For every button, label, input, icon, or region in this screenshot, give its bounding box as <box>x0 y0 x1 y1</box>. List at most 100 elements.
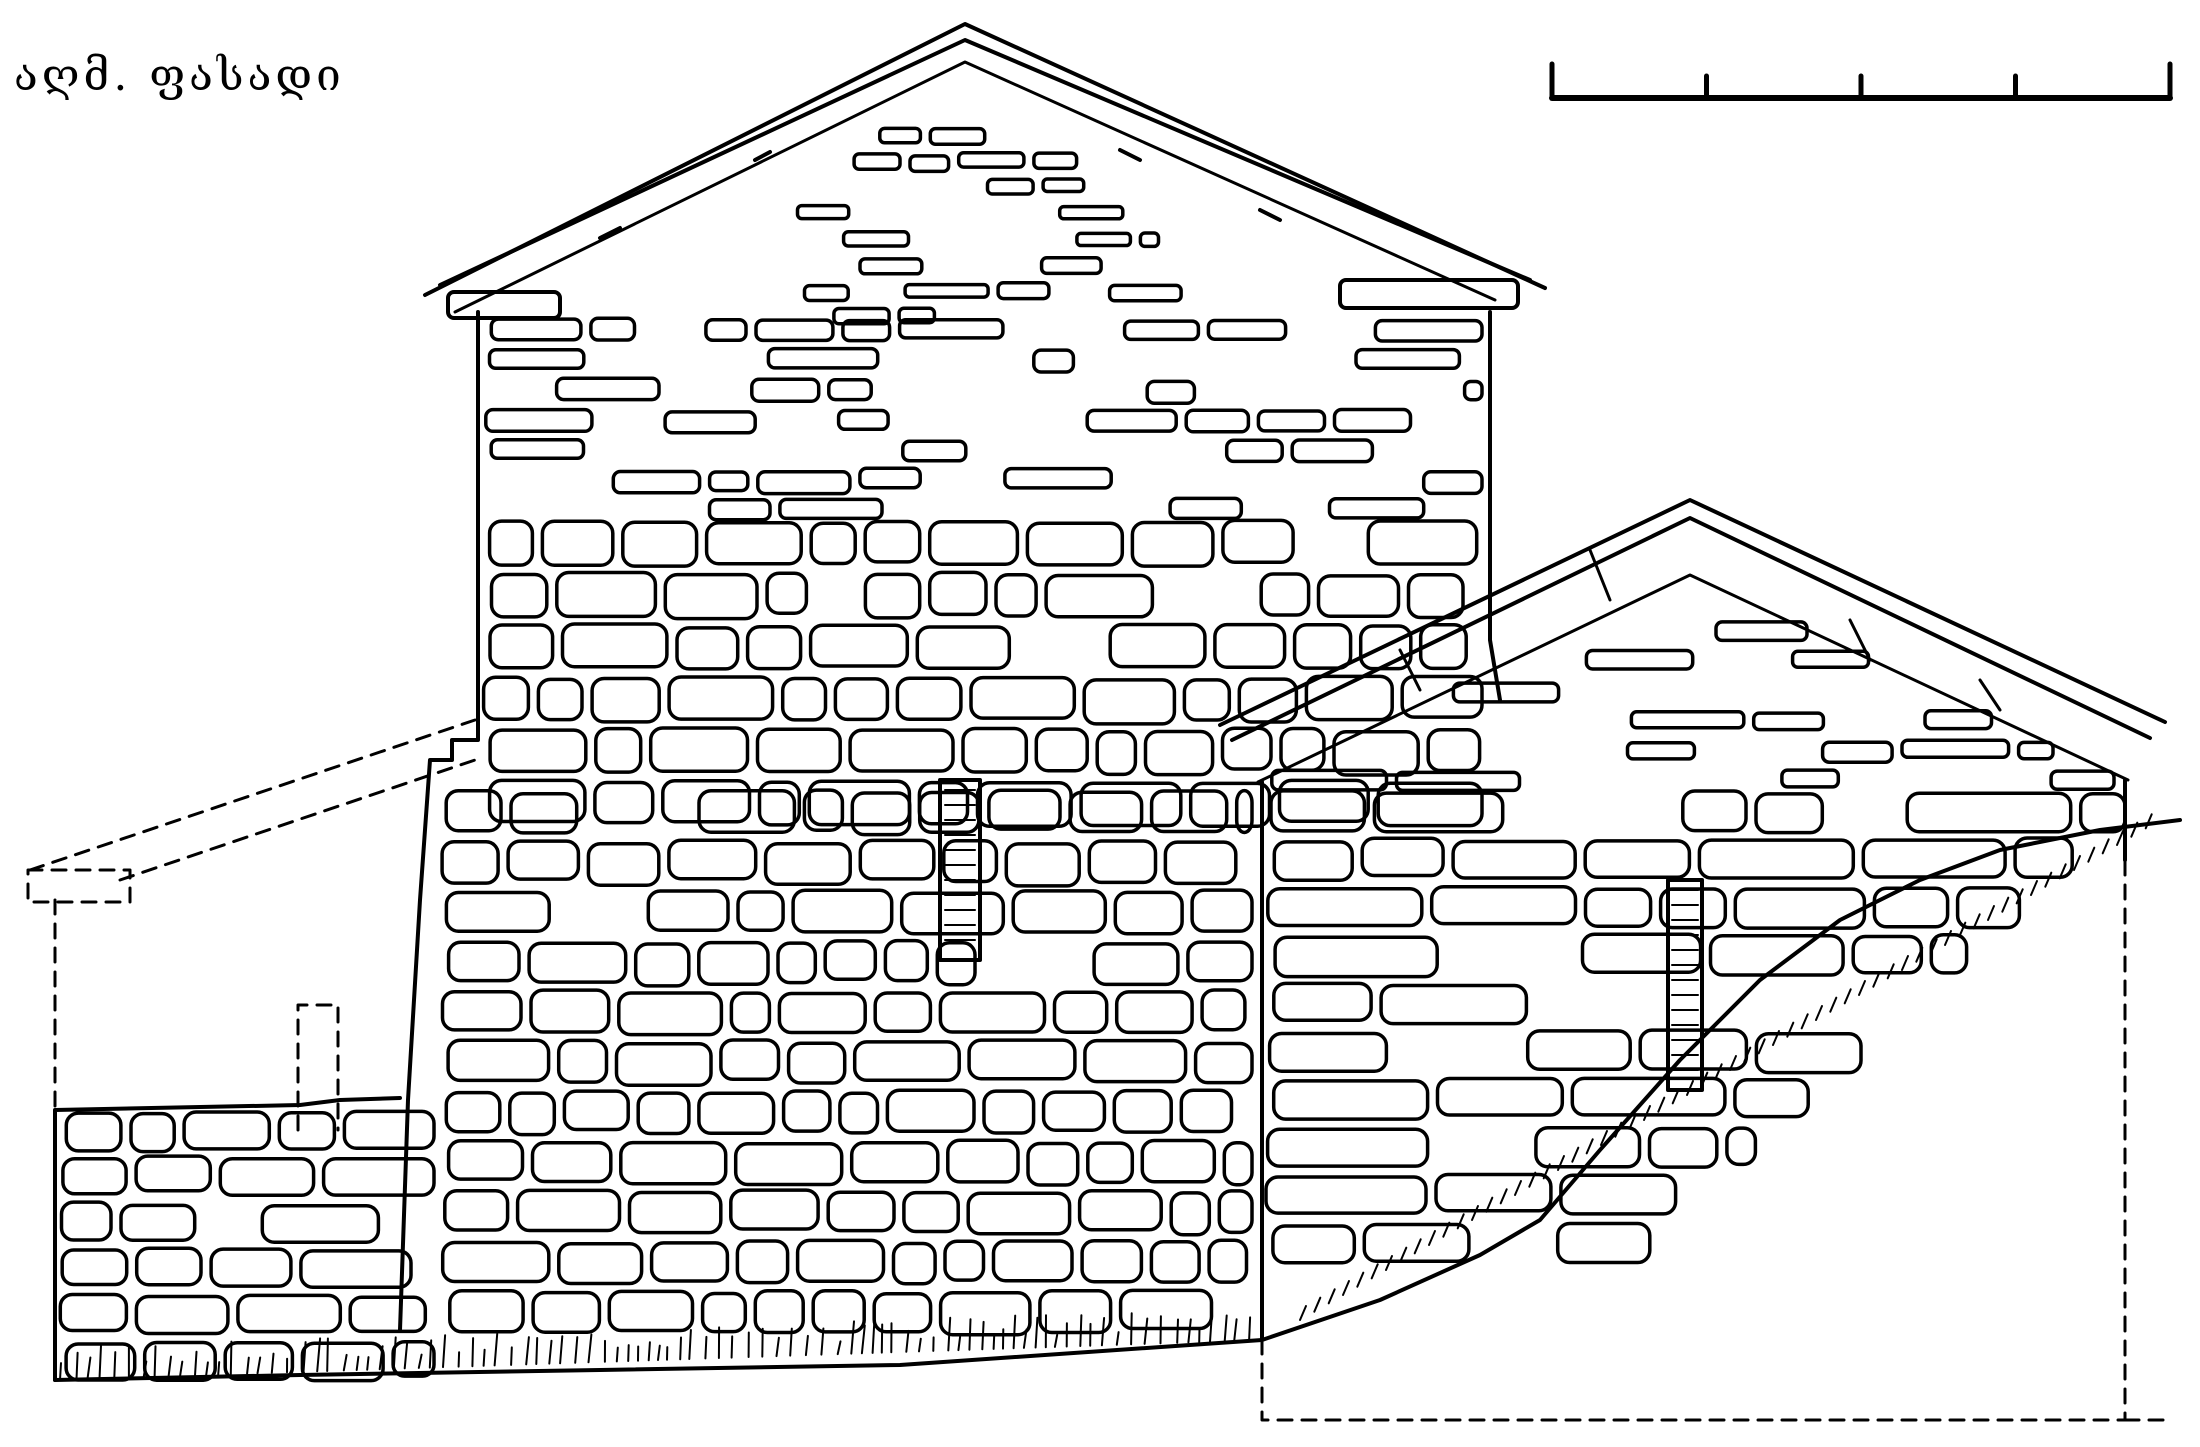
stone <box>852 152 902 171</box>
hatch-stroke <box>1829 996 1838 1013</box>
stone <box>1206 318 1288 341</box>
stone <box>1583 839 1692 880</box>
stone <box>1376 781 1484 828</box>
hatch-stroke <box>442 1334 447 1369</box>
hatch-stroke <box>1700 1071 1709 1088</box>
stone <box>1222 1140 1254 1187</box>
hatch-stroke <box>194 1350 198 1377</box>
stone <box>1130 520 1215 568</box>
hatch-stroke <box>59 1362 62 1381</box>
hatch-stroke <box>918 1337 922 1353</box>
hatch-stroke <box>205 1361 209 1376</box>
hatch-stroke <box>947 1316 952 1352</box>
stone <box>342 1109 436 1150</box>
stone <box>448 1289 525 1334</box>
stone <box>903 282 990 299</box>
hatch-stroke <box>1034 1316 1039 1349</box>
stone <box>858 466 922 490</box>
hatch-stroke <box>366 1356 370 1371</box>
stone <box>1534 1125 1642 1169</box>
stone <box>996 280 1051 301</box>
stone <box>1418 622 1468 671</box>
stone <box>938 991 1047 1034</box>
stone <box>611 469 702 495</box>
hatch-stroke <box>1053 1333 1059 1348</box>
stone <box>1044 573 1155 619</box>
hatch-stroke <box>2073 855 2081 871</box>
stone <box>1041 177 1086 194</box>
stone <box>1316 574 1401 619</box>
hatch-stroke <box>1628 1113 1637 1130</box>
stone <box>590 676 661 724</box>
hatch-stroke <box>493 1333 499 1367</box>
stone <box>440 989 523 1032</box>
stone <box>1004 842 1081 888</box>
stone <box>823 939 878 982</box>
stone <box>515 1188 622 1233</box>
stone <box>1186 940 1254 983</box>
hatch-stroke <box>1356 1271 1365 1288</box>
stone <box>1332 729 1420 777</box>
hatch-stroke <box>1714 1063 1723 1080</box>
stone <box>1647 1126 1719 1169</box>
stone <box>891 1241 937 1286</box>
stone <box>391 1339 436 1378</box>
stone <box>218 1156 316 1198</box>
stone <box>134 1154 213 1193</box>
hatch-stroke <box>1456 1213 1465 1230</box>
hatch-stroke <box>482 1348 486 1367</box>
stone <box>1237 677 1299 724</box>
hatch-stroke <box>1499 1188 1508 1205</box>
stone <box>1266 886 1424 928</box>
stone <box>1075 231 1133 248</box>
stone <box>1207 1238 1249 1284</box>
stone <box>489 438 586 461</box>
hatch-stroke <box>1729 1055 1737 1071</box>
stone <box>506 839 581 881</box>
stone <box>704 318 748 343</box>
stone <box>1290 438 1375 464</box>
hatch-stroke <box>1858 980 1866 996</box>
stone <box>1820 740 1894 764</box>
stone <box>1113 890 1184 936</box>
hatch-stroke <box>1872 971 1881 988</box>
hatch-stroke <box>1022 1328 1028 1349</box>
stone <box>509 792 579 835</box>
stone <box>938 1291 1032 1337</box>
stone <box>586 841 661 887</box>
stone <box>1273 935 1439 979</box>
stone <box>885 1088 976 1133</box>
stone <box>791 888 894 934</box>
hatch-stroke <box>615 1346 619 1363</box>
stone <box>1366 519 1479 566</box>
hatch-stroke <box>1643 1105 1651 1121</box>
hatch-stroke <box>627 1344 630 1362</box>
stone <box>648 726 750 773</box>
stone <box>1112 1088 1173 1134</box>
hatch-stroke <box>647 1341 651 1362</box>
stone <box>661 778 752 824</box>
hatch-stroke <box>1209 1314 1213 1343</box>
stone <box>697 940 770 987</box>
stone <box>1118 1288 1214 1331</box>
stone <box>863 519 922 564</box>
stone <box>633 942 691 988</box>
hatch-stroke <box>1342 1280 1350 1296</box>
stone <box>1272 840 1354 883</box>
stone <box>1217 1189 1254 1235</box>
stone <box>1559 1173 1678 1216</box>
hatch-stroke <box>1958 921 1967 938</box>
stone <box>536 677 584 722</box>
stone <box>956 151 1026 169</box>
stone <box>1086 1141 1135 1185</box>
stone <box>1259 572 1311 617</box>
stone <box>59 1200 113 1242</box>
hatch-stroke <box>1772 1030 1780 1046</box>
stone <box>1570 1076 1727 1117</box>
stone <box>729 991 772 1034</box>
stone <box>1421 470 1484 496</box>
hatch-stroke <box>378 1345 384 1371</box>
stone <box>134 1294 230 1336</box>
stone <box>1140 1138 1217 1184</box>
hatch-stroke <box>992 1334 996 1350</box>
